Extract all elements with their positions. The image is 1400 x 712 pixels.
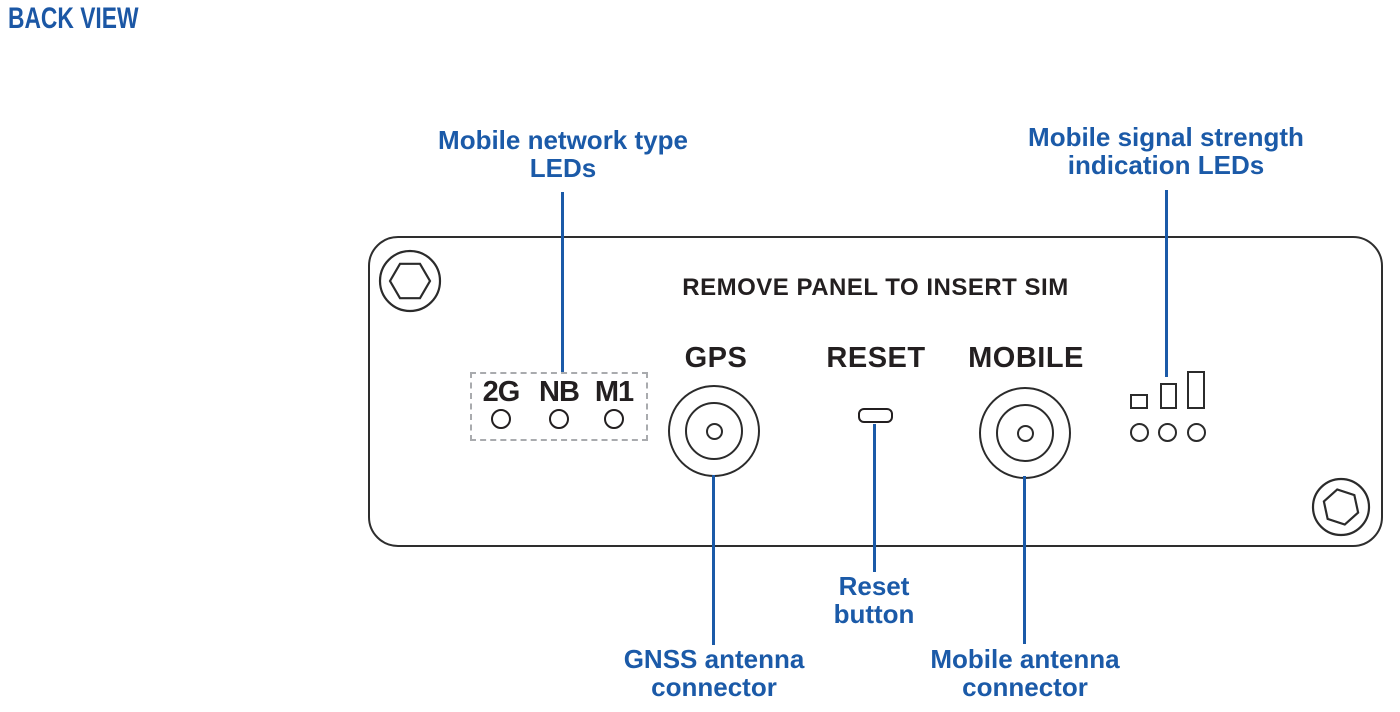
connector-ring: [685, 402, 743, 460]
led-label-nb: NB: [539, 376, 580, 408]
callout-mobile-antenna-connector: Mobile antenna connector: [930, 644, 1120, 702]
callout-signal-strength-leds: Mobile signal strength indication LEDs: [1028, 122, 1304, 180]
hex-screw-icon: [378, 249, 442, 313]
led-indicator-icon: [491, 409, 511, 429]
leader-line-signal-strength-leds: [1165, 190, 1168, 377]
callout-network-type-leds: Mobile network type LEDs: [438, 125, 688, 183]
led-m1: M1: [585, 377, 643, 429]
reset-button-icon: [858, 408, 893, 423]
led-indicator-icon: [549, 409, 569, 429]
gnss-antenna-connector-icon: [668, 385, 760, 477]
led-label-m1: M1: [594, 376, 634, 408]
led-indicator-icon: [604, 409, 624, 429]
leader-line-gnss-connector: [712, 475, 715, 645]
reset-port-label: RESET: [826, 342, 926, 374]
gps-port-label: GPS: [684, 342, 748, 374]
leader-line-reset-button: [873, 424, 876, 572]
signal-bar-small-icon: [1130, 394, 1148, 409]
leader-line-network-type-leds: [561, 192, 564, 372]
mobile-port-label: MOBILE: [968, 342, 1084, 374]
connector-ring: [996, 404, 1054, 462]
network-type-led-group: 2G NB M1: [470, 372, 648, 441]
signal-bar-large-icon: [1187, 371, 1205, 409]
led-label-2g: 2G: [482, 376, 521, 408]
sim-insert-notice: REMOVE PANEL TO INSERT SIM: [682, 274, 1069, 301]
led-2g: 2G: [472, 377, 530, 429]
signal-bar-medium-icon: [1160, 383, 1177, 409]
led-nb: NB: [530, 377, 588, 429]
callout-gnss-antenna-connector: GNSS antenna connector: [623, 644, 805, 702]
connector-pin: [705, 422, 723, 440]
leader-line-mobile-connector: [1023, 476, 1026, 644]
hex-screw-icon: [1311, 477, 1371, 537]
connector-pin: [1016, 424, 1034, 442]
signal-led-icon: [1158, 423, 1177, 442]
mobile-antenna-connector-icon: [979, 387, 1071, 479]
signal-led-icon: [1187, 423, 1206, 442]
signal-led-icon: [1130, 423, 1149, 442]
callout-reset-button: Reset button: [833, 571, 915, 629]
page-title: BACK VIEW: [8, 2, 139, 35]
